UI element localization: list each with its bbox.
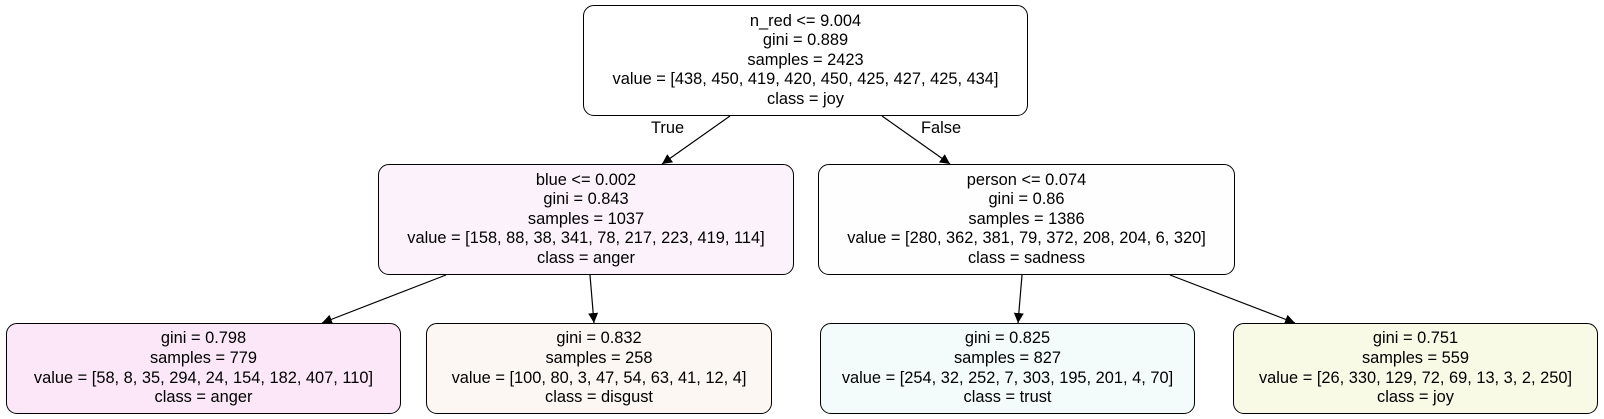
edge-right-rr: [1169, 274, 1296, 325]
class-text: class = joy: [1377, 388, 1454, 407]
samples-text: samples = 827: [953, 348, 1062, 367]
root-node: n_red <= 9.004 gini = 0.889 samples = 24…: [583, 5, 1028, 116]
samples-text: samples = 1037: [527, 209, 645, 228]
leaf-node-ll: gini = 0.798 samples = 779 value = [58, …: [6, 323, 401, 414]
gini-text: gini = 0.889: [762, 31, 849, 50]
samples-text: samples = 559: [1361, 348, 1470, 367]
samples-text: samples = 1386: [968, 209, 1085, 228]
edge-label-true: True: [651, 119, 685, 137]
leaf-node-rr: gini = 0.751 samples = 559 value = [26, …: [1233, 323, 1598, 414]
gini-text: gini = 0.825: [964, 329, 1051, 348]
gini-text: gini = 0.832: [556, 329, 642, 348]
class-text: class = disgust: [545, 388, 653, 407]
edge-root-left: [661, 115, 731, 165]
class-text: class = trust: [963, 388, 1052, 407]
split-condition: person <= 0.074: [966, 170, 1087, 189]
samples-text: samples = 779: [149, 348, 258, 367]
samples-text: samples = 258: [545, 348, 653, 367]
value-text: value = [438, 450, 419, 420, 450, 425, 4…: [612, 70, 999, 89]
class-text: class = joy: [767, 89, 844, 108]
samples-text: samples = 2423: [747, 50, 864, 69]
edge-right-rl: [1013, 274, 1024, 324]
right-node: person <= 0.074 gini = 0.86 samples = 13…: [818, 164, 1235, 275]
value-text: value = [254, 32, 252, 7, 303, 195, 201,…: [841, 368, 1174, 387]
value-text: value = [26, 330, 129, 72, 69, 13, 3, 2,…: [1258, 368, 1573, 387]
value-text: value = [158, 88, 38, 341, 78, 217, 223,…: [407, 229, 765, 248]
class-text: class = anger: [154, 388, 253, 407]
edge-left-lr: [588, 274, 599, 324]
value-text: value = [100, 80, 3, 47, 54, 63, 41, 12,…: [451, 368, 747, 387]
gini-text: gini = 0.843: [543, 190, 629, 209]
class-text: class = sadness: [967, 248, 1086, 267]
gini-text: gini = 0.751: [1372, 329, 1459, 348]
gini-text: gini = 0.798: [160, 329, 247, 348]
split-condition: n_red <= 9.004: [749, 11, 862, 30]
leaf-node-rl: gini = 0.825 samples = 827 value = [254,…: [820, 323, 1195, 414]
gini-text: gini = 0.86: [988, 190, 1065, 209]
edge-left-ll: [321, 274, 447, 325]
leaf-node-lr: gini = 0.832 samples = 258 value = [100,…: [426, 323, 772, 414]
edge-root-right: [881, 115, 951, 165]
value-text: value = [58, 8, 35, 294, 24, 154, 182, 4…: [33, 368, 374, 387]
edge-label-false: False: [921, 119, 962, 137]
value-text: value = [280, 362, 381, 79, 372, 208, 20…: [847, 229, 1206, 248]
left-node: blue <= 0.002 gini = 0.843 samples = 103…: [378, 164, 794, 275]
split-condition: blue <= 0.002: [535, 170, 637, 189]
class-text: class = anger: [537, 248, 635, 267]
